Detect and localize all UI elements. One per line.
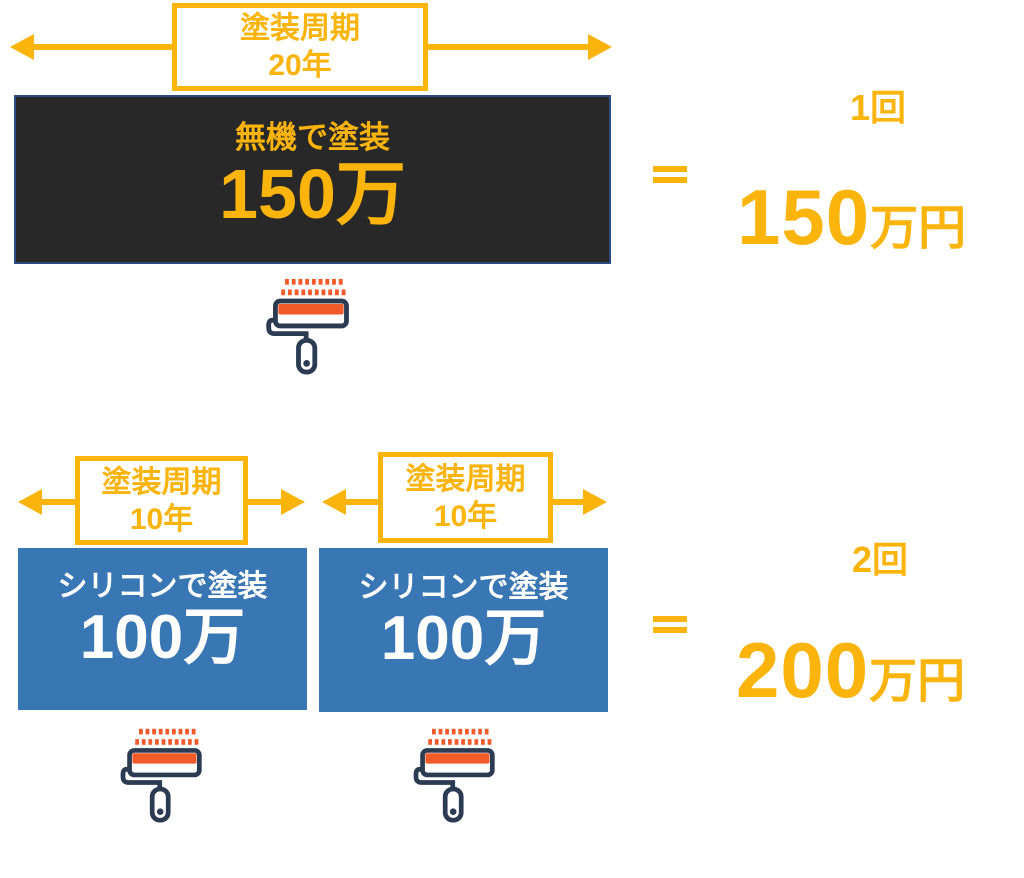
paint-type-label: シリコンで塗装 (358, 571, 569, 604)
total-cost: 150 万円 (737, 178, 966, 256)
total-unit: 万円 (870, 202, 967, 255)
paint-price: 150万 (219, 154, 406, 233)
cycle-label-line1: 塗装周期 (240, 12, 360, 45)
cycle-label-10yr-2: 塗装周期 10年 (378, 452, 553, 543)
paint-price: 100万 (79, 603, 246, 672)
total-cost: 200 万円 (736, 631, 965, 709)
inorganic-paint-box: 無機で塗装 150万 (14, 95, 611, 264)
total-amount: 150 (737, 173, 871, 261)
cycle-label-line2: 10年 (433, 499, 498, 533)
total-amount: 200 (736, 626, 870, 714)
silicone-paint-box-2: シリコンで塗装 100万 (319, 548, 608, 712)
paint-roller-icon (408, 725, 505, 823)
cycle-label-line1: 塗装周期 (405, 462, 526, 496)
arrow-right-icon (583, 489, 607, 515)
cycle-label-line2: 20年 (268, 49, 332, 82)
paint-count: 2回 (851, 539, 909, 580)
cycle-label-line2: 10年 (129, 502, 194, 536)
arrow-right-icon (281, 489, 305, 515)
silicone-paint-box-1: シリコンで塗装 100万 (18, 548, 307, 710)
arrow-right-icon (588, 34, 612, 60)
cycle-label-line1: 塗装周期 (101, 465, 222, 499)
cycle-label-10yr-1: 塗装周期 10年 (75, 456, 248, 545)
paint-type-label: 無機で塗装 (235, 119, 390, 155)
paint-count: 1回 (849, 87, 907, 128)
paint-type-label: シリコンで塗装 (57, 570, 268, 603)
equals-sign (653, 616, 687, 638)
equals-sign (653, 166, 687, 188)
paint-roller-icon (115, 725, 212, 823)
cycle-label-20yr: 塗装周期 20年 (172, 3, 428, 91)
paint-roller-icon (262, 273, 358, 377)
paint-price: 100万 (380, 604, 547, 673)
total-unit: 万円 (869, 655, 966, 708)
